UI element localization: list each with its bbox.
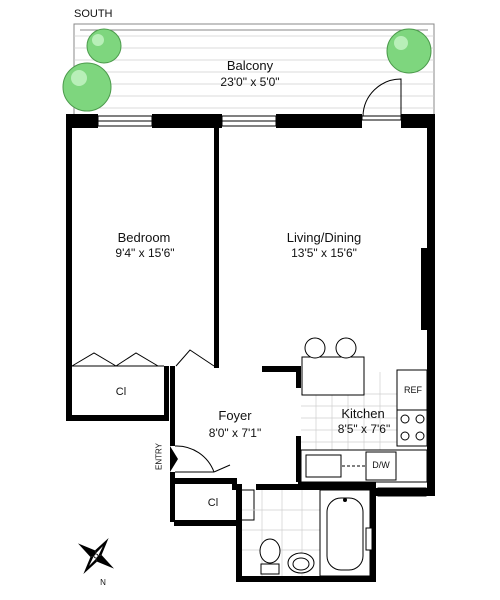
kitchen-counter [300,449,428,483]
living-dining-dims: 13'5" x 15'6" [291,246,357,260]
tree-icon [62,62,112,112]
window [97,115,402,127]
entry-door [174,445,231,473]
refrigerator [396,369,428,411]
closet-door [71,352,164,367]
dining-table [301,337,365,396]
balcony-door [362,78,402,117]
bedroom-dims: 9'4" x 15'6" [115,246,175,260]
compass-needle-label: N [100,578,106,587]
bathtub [319,489,371,577]
living-dining-name: Living/Dining [286,230,362,245]
refrigerator-label: REF [404,385,422,395]
kitchen-floor [301,372,398,450]
bedroom-name: Bedroom [117,230,171,245]
dishwasher-label: D/W [372,460,390,470]
tree-icon [86,28,122,64]
compass-top-label: SOUTH [74,8,113,20]
walls [66,114,435,582]
entry-arrow-icon [170,446,178,472]
tree-icon [386,28,432,74]
bathroom-door [365,527,373,551]
foyer-closet-door [239,489,255,521]
toilet [259,538,281,575]
foyer-name: Foyer [218,408,252,423]
stove [396,409,428,447]
bedroom-door [175,349,215,367]
kitchen-name: Kitchen [341,406,385,421]
compass-rose-icon [77,537,115,575]
kitchen-dims: 8'5" x 7'6" [337,422,391,436]
sink [287,552,315,574]
bedroom-closet-label: Cl [115,386,127,398]
foyer-closet-label: Cl [207,497,219,509]
entry-label: ENTRY [154,443,164,470]
foyer-dims: 8'0" x 7'1" [208,426,262,440]
balcony-name: Balcony [226,58,274,73]
balcony-dims: 23'0" x 5'0" [220,75,280,89]
balcony [73,23,435,117]
window [377,487,427,497]
